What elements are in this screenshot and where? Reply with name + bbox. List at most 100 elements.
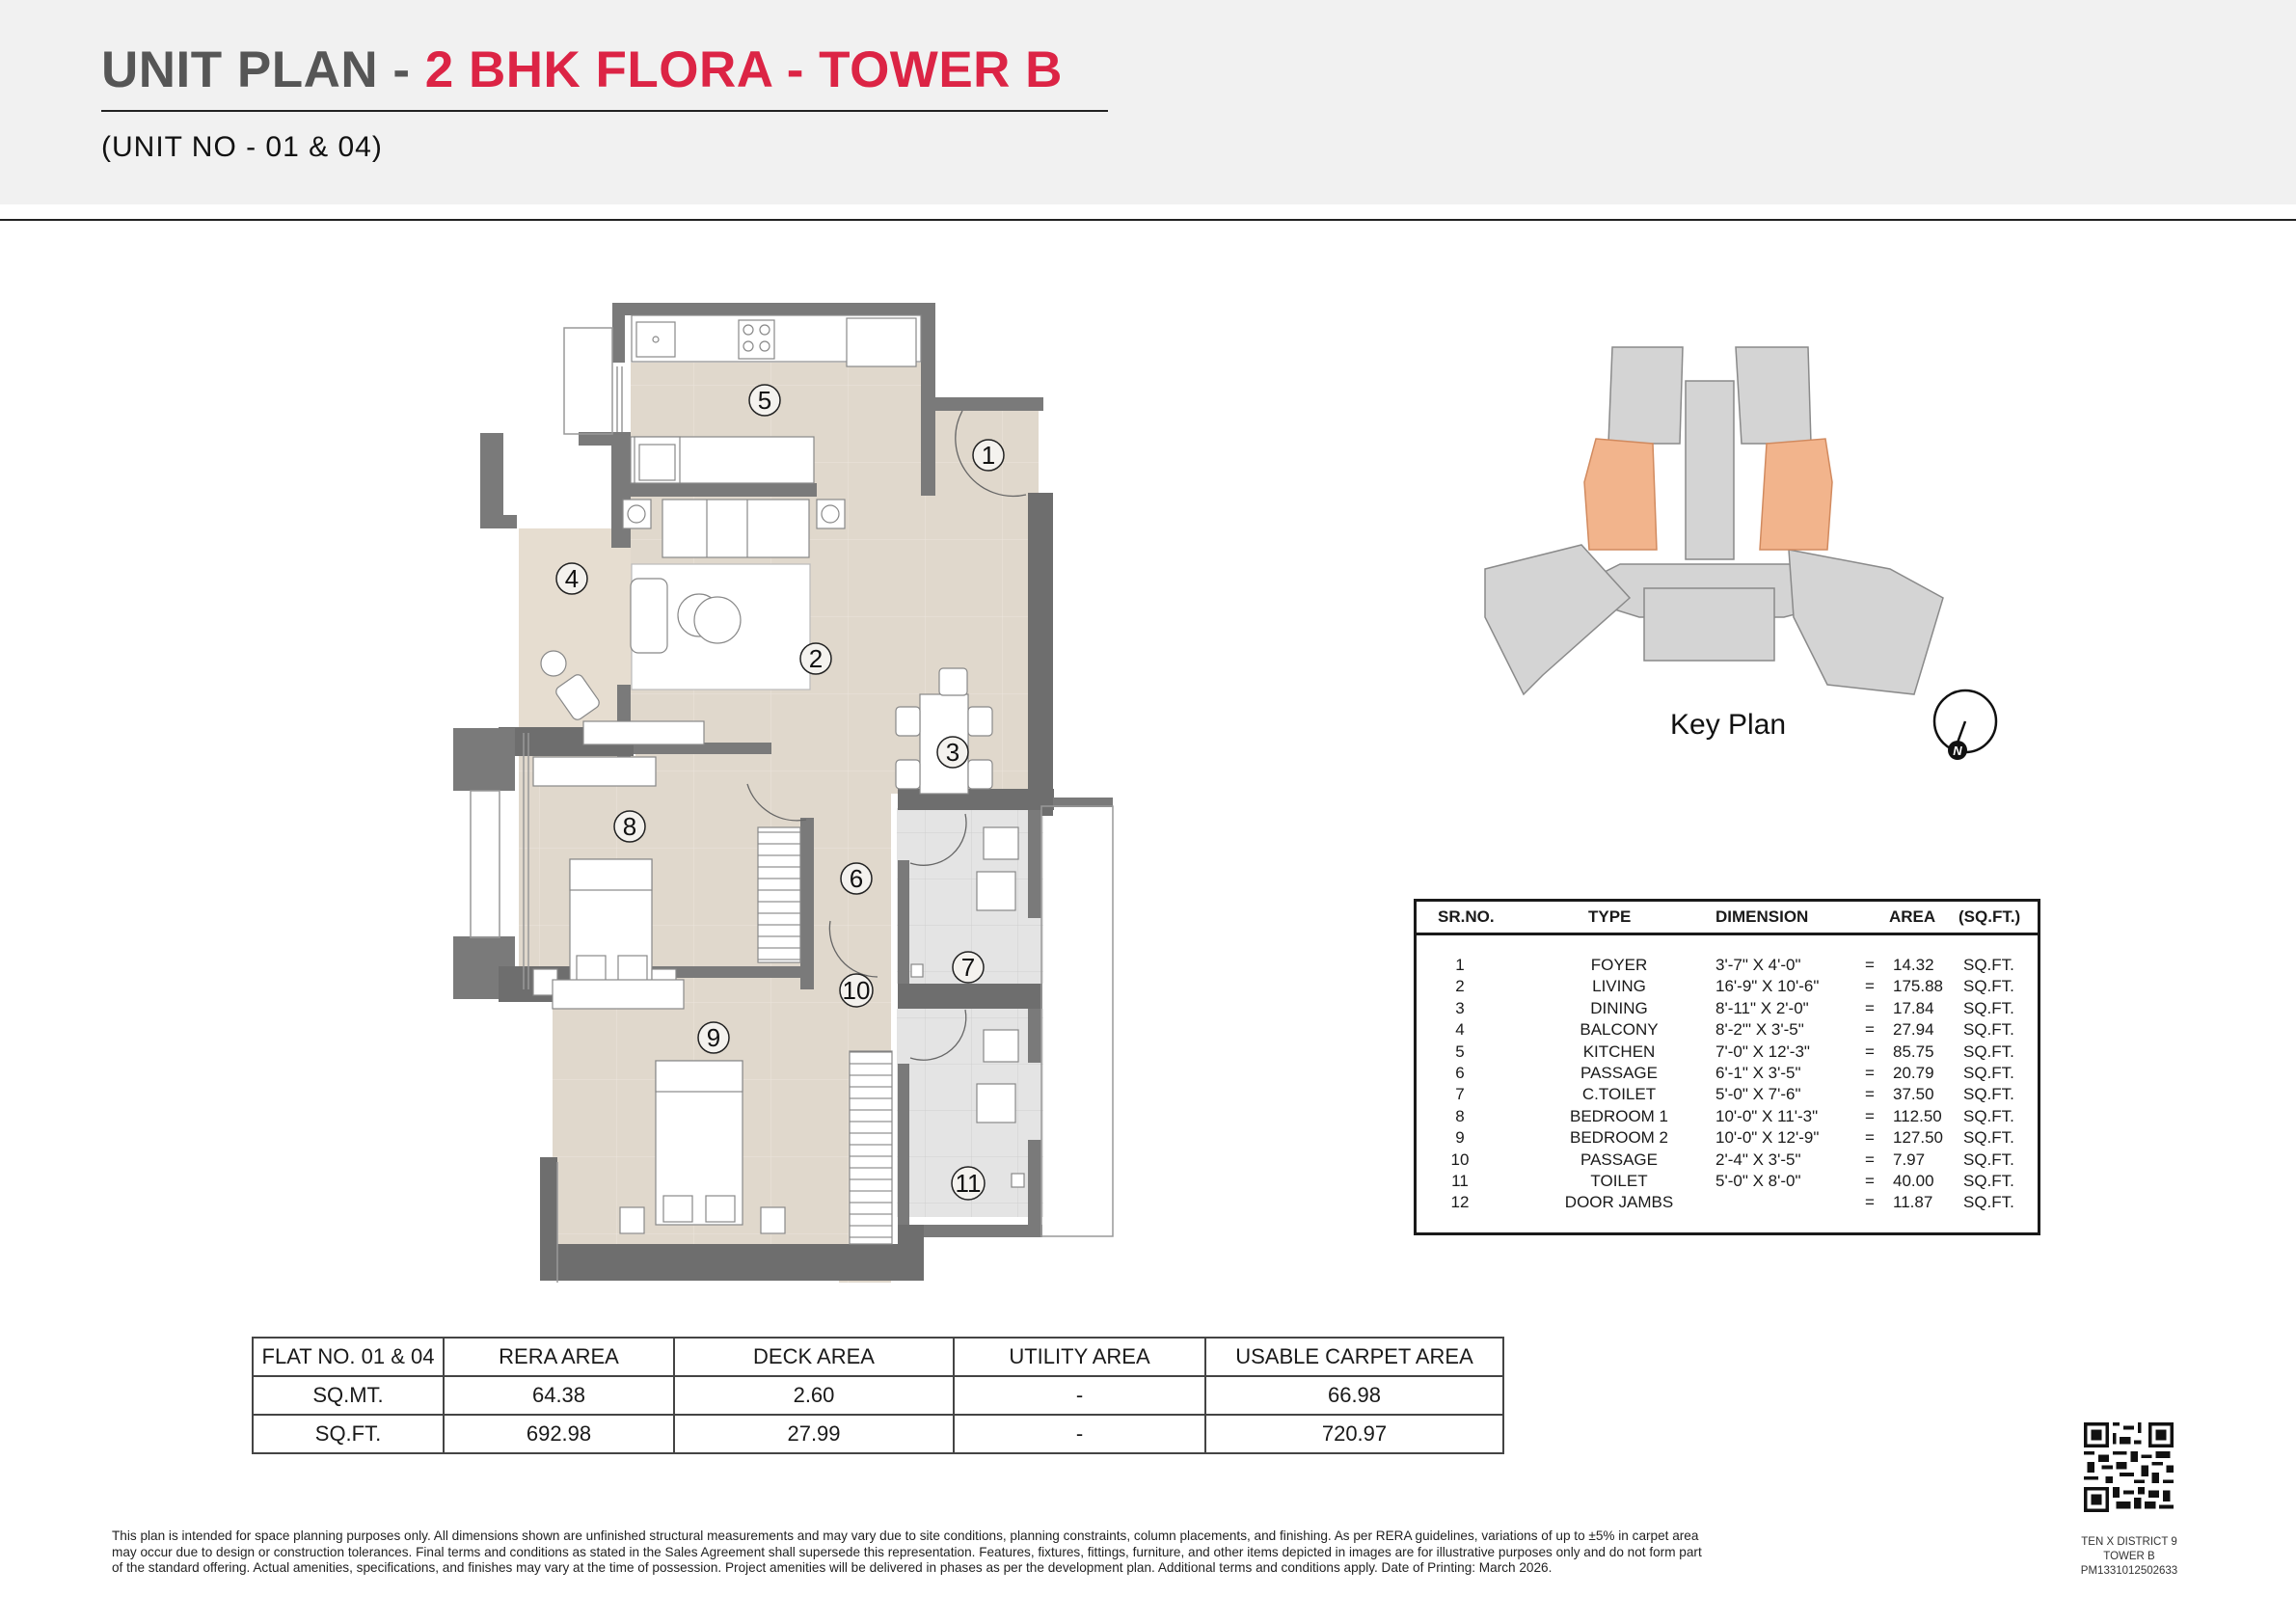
cell-area: 20.79: [1893, 1063, 1934, 1082]
cell-unit: SQ.FT.: [1963, 1128, 2014, 1148]
cell-type: TOILET: [1590, 1171, 1648, 1190]
svg-text:10: 10: [843, 976, 871, 1005]
cell-equals: =: [1865, 1063, 1875, 1082]
cell-unit: SQ.FT.: [1963, 956, 2014, 974]
disclaimer-text: This plan is intended for space planning…: [112, 1528, 2040, 1577]
cell-equals: =: [1865, 1193, 1875, 1212]
cell-type: PASSAGE: [1580, 1063, 1658, 1082]
cell-dimension: 7'-0" X 12'-3": [1715, 1041, 1810, 1061]
header-utility-area: UTILITY AREA: [953, 1337, 1206, 1377]
area-summary-header-row: FLAT NO. 01 & 04 RERA AREA DECK AREA UTI…: [252, 1337, 1504, 1377]
cell-sr: 4: [1455, 1020, 1465, 1040]
cell-area: 27.94: [1893, 1020, 1934, 1040]
cell-dimension: 10'-0" X 11'-3": [1715, 1106, 1819, 1125]
cell-area: 40.00: [1893, 1171, 1934, 1190]
table-row: SQ.FT. 692.98 27.99 - 720.97: [252, 1414, 1504, 1454]
cell-type: BEDROOM 2: [1569, 1128, 1669, 1148]
cell-type: C.TOILET: [1581, 1085, 1657, 1104]
header-unit: (SQ.FT.): [1958, 907, 2021, 926]
cell-sr: 6: [1455, 1063, 1465, 1082]
cell-type: BALCONY: [1580, 1020, 1659, 1040]
cell-sr: 7: [1455, 1085, 1465, 1104]
room-tags: 1 2 3 4 5 6 7 8 9 10 11: [555, 384, 1005, 1201]
header-deck-area: DECK AREA: [673, 1337, 955, 1377]
furniture: [532, 314, 1025, 1245]
cell-equals: =: [1865, 1020, 1875, 1040]
header-type: TYPE: [1588, 907, 1632, 926]
cell-unit: SQ.FT.: [1963, 1063, 2014, 1082]
key-plan-label: Key Plan: [1670, 709, 1787, 741]
cell-unit: SQ.FT.: [1963, 1085, 2014, 1104]
cell-dimension: 16'-9" X 10'-6": [1715, 977, 1820, 996]
cell-unit: SQ.FT.: [252, 1414, 445, 1454]
cell-equals: =: [1865, 998, 1875, 1017]
cell-utility-area: -: [953, 1414, 1206, 1454]
svg-text:4: 4: [565, 564, 579, 593]
project-name: TEN X DISTRICT 9: [2081, 1536, 2177, 1548]
cell-sr: 5: [1455, 1041, 1465, 1061]
cell-deck-area: 2.60: [673, 1375, 955, 1416]
header-divider: [0, 219, 2296, 221]
room-tag-3: 3: [936, 736, 969, 769]
cell-unit: SQ.FT.: [1963, 1193, 2014, 1212]
svg-text:9: 9: [707, 1023, 720, 1052]
title-highlight: 2 BHK FLORA - TOWER B: [424, 41, 1063, 98]
cell-sr: 1: [1455, 956, 1465, 974]
cell-type: BEDROOM 1: [1569, 1106, 1669, 1125]
cell-rera-area: 692.98: [443, 1414, 675, 1454]
cell-usable-carpet-area: 720.97: [1204, 1414, 1504, 1454]
cell-unit: SQ.FT.: [1963, 1106, 2014, 1125]
cell-rera-area: 64.38: [443, 1375, 675, 1416]
cell-dimension: 5'-0" X 7'-6": [1715, 1085, 1801, 1104]
cell-area: 17.84: [1893, 998, 1934, 1017]
cell-equals: =: [1865, 1041, 1875, 1061]
qr-code-icon[interactable]: [2084, 1422, 2174, 1512]
page-title: UNIT PLAN - 2 BHK FLORA - TOWER B: [101, 39, 1063, 102]
cell-unit: SQ.FT.: [1963, 1041, 2014, 1061]
svg-text:7: 7: [961, 953, 975, 982]
svg-text:2: 2: [809, 644, 823, 673]
header-sr-no: SR.NO.: [1438, 907, 1495, 926]
cell-dimension: 5'-0" X 8'-0": [1715, 1171, 1801, 1190]
room-tag-7: 7: [952, 951, 985, 984]
cell-deck-area: 27.99: [673, 1414, 955, 1454]
room-tag-10: 10: [839, 973, 874, 1008]
svg-text:6: 6: [850, 864, 863, 893]
cell-utility-area: -: [953, 1375, 1206, 1416]
disclaimer-line: This plan is intended for space planning…: [112, 1528, 1699, 1543]
cell-equals: =: [1865, 1106, 1875, 1125]
cell-equals: =: [1865, 977, 1875, 996]
cell-equals: =: [1865, 956, 1875, 974]
room-tag-2: 2: [799, 642, 832, 675]
title-underline: [101, 110, 1108, 112]
cell-unit: SQ.FT.: [1963, 998, 2014, 1017]
project-info: TEN X DISTRICT 9 TOWER B PM1331012502633: [2064, 1535, 2195, 1579]
cell-type: LIVING: [1592, 977, 1646, 996]
cell-equals: =: [1865, 1150, 1875, 1169]
room-tag-5: 5: [748, 384, 781, 417]
cell-dimension: 10'-0" X 12'-9": [1715, 1128, 1820, 1148]
header-flat-no: FLAT NO. 01 & 04: [252, 1337, 445, 1377]
room-tag-8: 8: [613, 810, 646, 843]
table-row: SQ.MT. 64.38 2.60 - 66.98: [252, 1375, 1504, 1416]
cell-type: KITCHEN: [1582, 1041, 1656, 1061]
cell-dimension: 8'-11" X 2'-0": [1715, 998, 1809, 1017]
svg-text:11: 11: [956, 1169, 982, 1198]
room-tag-4: 4: [555, 562, 588, 595]
room-tag-9: 9: [697, 1021, 730, 1054]
svg-text:1: 1: [982, 441, 995, 470]
door-swings: [746, 410, 1027, 1061]
cell-type: FOYER: [1590, 956, 1648, 974]
cell-unit: SQ.FT.: [1963, 1150, 2014, 1169]
cell-area: 112.50: [1893, 1106, 1942, 1125]
